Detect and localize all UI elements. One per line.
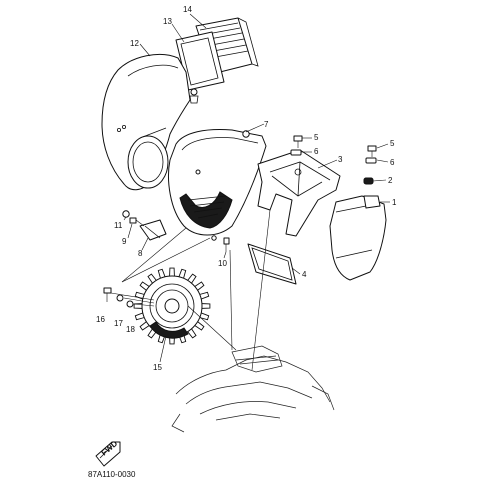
part-2-grommet (363, 177, 374, 185)
part-12-duct (101, 53, 191, 191)
callout-5-left: 5 (314, 133, 319, 142)
part-5-bolt-a (293, 135, 303, 148)
callout-7: 7 (264, 120, 269, 129)
part-7-fan-housing (168, 129, 267, 241)
callout-18: 18 (126, 325, 135, 334)
callout-2: 2 (388, 176, 393, 185)
part-5-bolt-b (367, 145, 377, 157)
part-10-bolt (223, 237, 230, 252)
callout-numbers: 13 14 12 7 5 6 3 5 6 2 1 4 11 9 8 10 16 … (96, 5, 397, 372)
part-11-nut (122, 210, 130, 218)
diagram-reference-code: 87A110-0030 (88, 470, 136, 479)
part-9-bolt (129, 217, 145, 227)
engine-ghost-outline (171, 345, 335, 433)
callout-14: 14 (183, 5, 192, 14)
part-6-collar-b (365, 157, 377, 164)
part-8-clip (139, 219, 167, 241)
part-17-washer (116, 294, 124, 302)
callout-8: 8 (138, 249, 143, 258)
callout-16: 16 (96, 315, 105, 324)
part-13-gasket (175, 31, 225, 104)
part-18-washer (126, 300, 134, 308)
callout-15: 15 (153, 363, 162, 372)
fwd-arrow-icon: FWD (95, 439, 121, 467)
callout-leaders (123, 13, 390, 363)
part-6-collar-a (290, 149, 302, 156)
part-1-side-cover (329, 195, 387, 281)
callout-9: 9 (122, 237, 127, 246)
callout-11: 11 (114, 221, 123, 230)
callout-6-right: 6 (390, 158, 395, 167)
part-15-flywheel (133, 267, 211, 345)
part-3-bracket (257, 149, 341, 237)
part-16-bolt (103, 287, 112, 302)
callout-10: 10 (218, 259, 227, 268)
callout-13: 13 (163, 17, 172, 26)
callout-3: 3 (338, 155, 343, 164)
callout-6-left: 6 (314, 147, 319, 156)
callout-1: 1 (392, 198, 397, 207)
callout-4: 4 (302, 270, 307, 279)
callout-12: 12 (130, 39, 139, 48)
callout-5-right: 5 (390, 139, 395, 148)
callout-17: 17 (114, 319, 123, 328)
part-4-plate (247, 243, 297, 285)
reference-lines (110, 209, 271, 371)
